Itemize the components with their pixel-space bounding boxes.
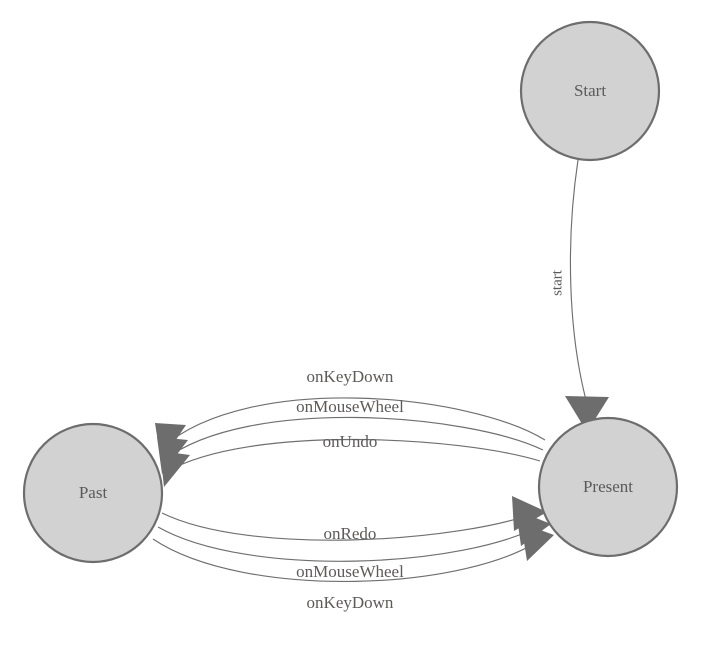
edge-label-wheel-redo: onMouseWheel xyxy=(296,562,404,581)
node-start[interactable]: Start xyxy=(519,20,661,162)
node-past[interactable]: Past xyxy=(22,422,164,564)
edge-label-undo: onUndo xyxy=(323,432,378,451)
edge-path-keydown-undo xyxy=(162,397,546,448)
arrowhead-keydown-redo xyxy=(521,523,554,561)
edge-path-wheel-redo xyxy=(157,523,544,562)
node-group: Start Past Present xyxy=(22,20,679,564)
edge-present-to-past-undo[interactable]: onUndo xyxy=(160,432,541,487)
node-past-label: Past xyxy=(79,483,108,502)
edge-start-to-present[interactable]: start xyxy=(549,159,609,432)
edge-past-to-present-keydown[interactable]: onKeyDown xyxy=(152,523,554,612)
edge-path-undo xyxy=(165,438,541,473)
node-start-label: Start xyxy=(574,81,606,100)
edge-label-keydown-undo: onKeyDown xyxy=(307,367,394,386)
edge-path-redo xyxy=(161,511,539,541)
node-present[interactable]: Present xyxy=(537,416,679,558)
arrowhead-start xyxy=(565,396,609,432)
arrowhead-undo xyxy=(160,451,190,487)
edge-path-wheel-undo xyxy=(163,416,544,461)
node-past-circle xyxy=(22,422,164,564)
node-present-circle xyxy=(537,416,679,558)
edge-path-keydown-redo xyxy=(152,535,547,583)
edge-past-to-present-mousewheel[interactable]: onMouseWheel xyxy=(157,510,551,581)
edge-label-redo: onRedo xyxy=(324,524,377,543)
edge-group: start onKeyDown onMouseWheel onUndo xyxy=(152,159,609,612)
edge-path-start xyxy=(569,159,587,401)
edge-label-keydown-redo: onKeyDown xyxy=(307,593,394,612)
node-present-label: Present xyxy=(583,477,633,496)
edge-past-to-present-redo[interactable]: onRedo xyxy=(161,496,547,543)
node-start-circle xyxy=(519,20,661,162)
edge-label-wheel-undo: onMouseWheel xyxy=(296,397,404,416)
edge-label-start: start xyxy=(549,269,565,296)
